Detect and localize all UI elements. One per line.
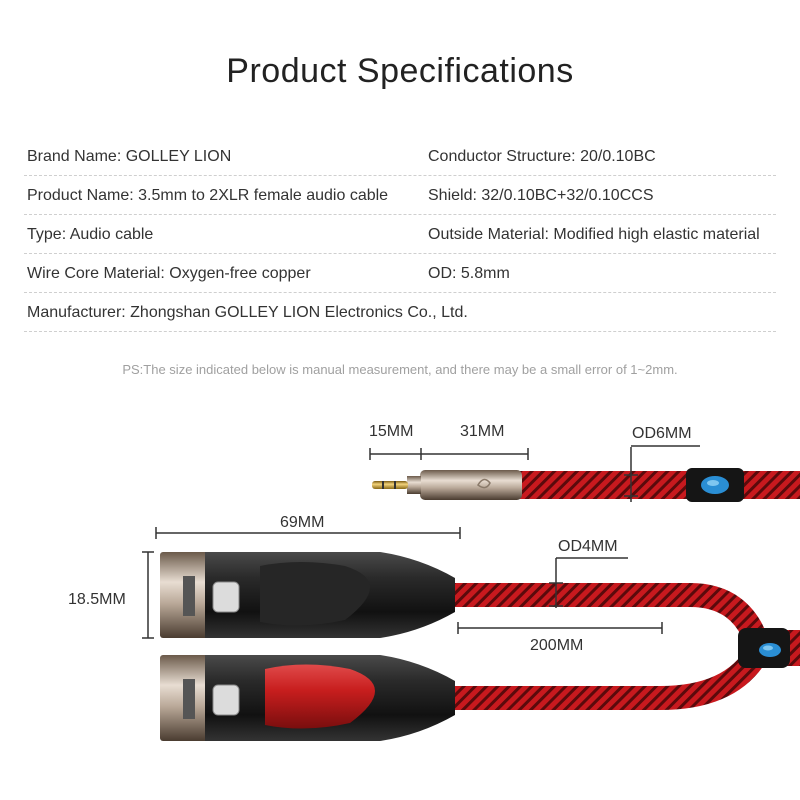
xlr-dimensions	[142, 527, 663, 639]
spec-product-name: Product Name: 3.5mm to 2XLR female audio…	[27, 187, 389, 204]
xlr-latch	[212, 581, 240, 613]
plug-ring	[382, 481, 384, 489]
spec-manufacturer: Manufacturer: Zhongshan GOLLEY LION Elec…	[27, 304, 468, 321]
splitter-logo-highlight	[763, 645, 773, 651]
page-title: Product Specifications	[226, 52, 574, 90]
xlr-red-grip	[265, 664, 375, 729]
xlr-notch	[183, 679, 195, 719]
spec-row: Manufacturer: Zhongshan GOLLEY LION Elec…	[0, 293, 800, 332]
spec-shield: Shield: 32/0.10BC+32/0.10CCS	[428, 187, 654, 204]
plug-ring	[394, 481, 396, 489]
spec-row: Wire Core Material: Oxygen-free copper O…	[0, 254, 800, 293]
logo-badge-highlight	[707, 480, 719, 486]
plug-collar	[407, 476, 421, 494]
plug-body-label: 31MM	[460, 423, 504, 440]
spec-od: OD: 5.8mm	[428, 265, 510, 282]
row-divider	[24, 331, 776, 332]
xlr-height-label: 18.5MM	[68, 591, 126, 608]
cable-diagram: 15MM 31MM OD6MM	[68, 423, 800, 741]
xlr-notch	[183, 576, 195, 616]
branch-length-label: 200MM	[530, 637, 583, 654]
row-divider	[24, 253, 776, 254]
stereo-plug-group	[372, 468, 800, 502]
plug-tip-label: 15MM	[369, 423, 413, 440]
upper-branch-cable	[455, 583, 770, 650]
spec-type: Type: Audio cable	[27, 226, 154, 243]
branch-cables	[455, 583, 800, 710]
spec-row: Type: Audio cable Outside Material: Modi…	[0, 215, 800, 254]
xlr-grip	[260, 562, 370, 626]
spec-conductor-structure: Conductor Structure: 20/0.10BC	[428, 148, 656, 165]
xlr-latch	[212, 684, 240, 716]
lower-branch-cable	[455, 645, 769, 710]
row-divider	[24, 214, 776, 215]
spec-brand-name: Brand Name: GOLLEY LION	[27, 148, 232, 165]
row-divider	[24, 292, 776, 293]
logo-icon	[477, 478, 491, 489]
spec-row: Brand Name: GOLLEY LION Conductor Struct…	[0, 137, 800, 176]
spec-outside-material: Outside Material: Modified high elastic …	[428, 226, 760, 243]
main-od-label: OD6MM	[632, 425, 692, 442]
measurement-note: PS:The size indicated below is manual me…	[122, 362, 678, 377]
xlr-length-label: 69MM	[280, 514, 324, 531]
xlr-connector-black	[160, 552, 455, 638]
spec-table: Brand Name: GOLLEY LION Conductor Struct…	[0, 137, 800, 332]
xlr-connector-red	[160, 655, 455, 741]
branch-od-label: OD4MM	[558, 538, 618, 555]
row-divider	[24, 175, 776, 176]
spec-wire-core-material: Wire Core Material: Oxygen-free copper	[27, 265, 311, 282]
main-cable	[520, 471, 800, 499]
plug-dimensions	[369, 447, 638, 502]
spec-row: Product Name: 3.5mm to 2XLR female audio…	[0, 176, 800, 215]
plug-housing	[420, 470, 522, 500]
plug-tip	[372, 481, 408, 489]
